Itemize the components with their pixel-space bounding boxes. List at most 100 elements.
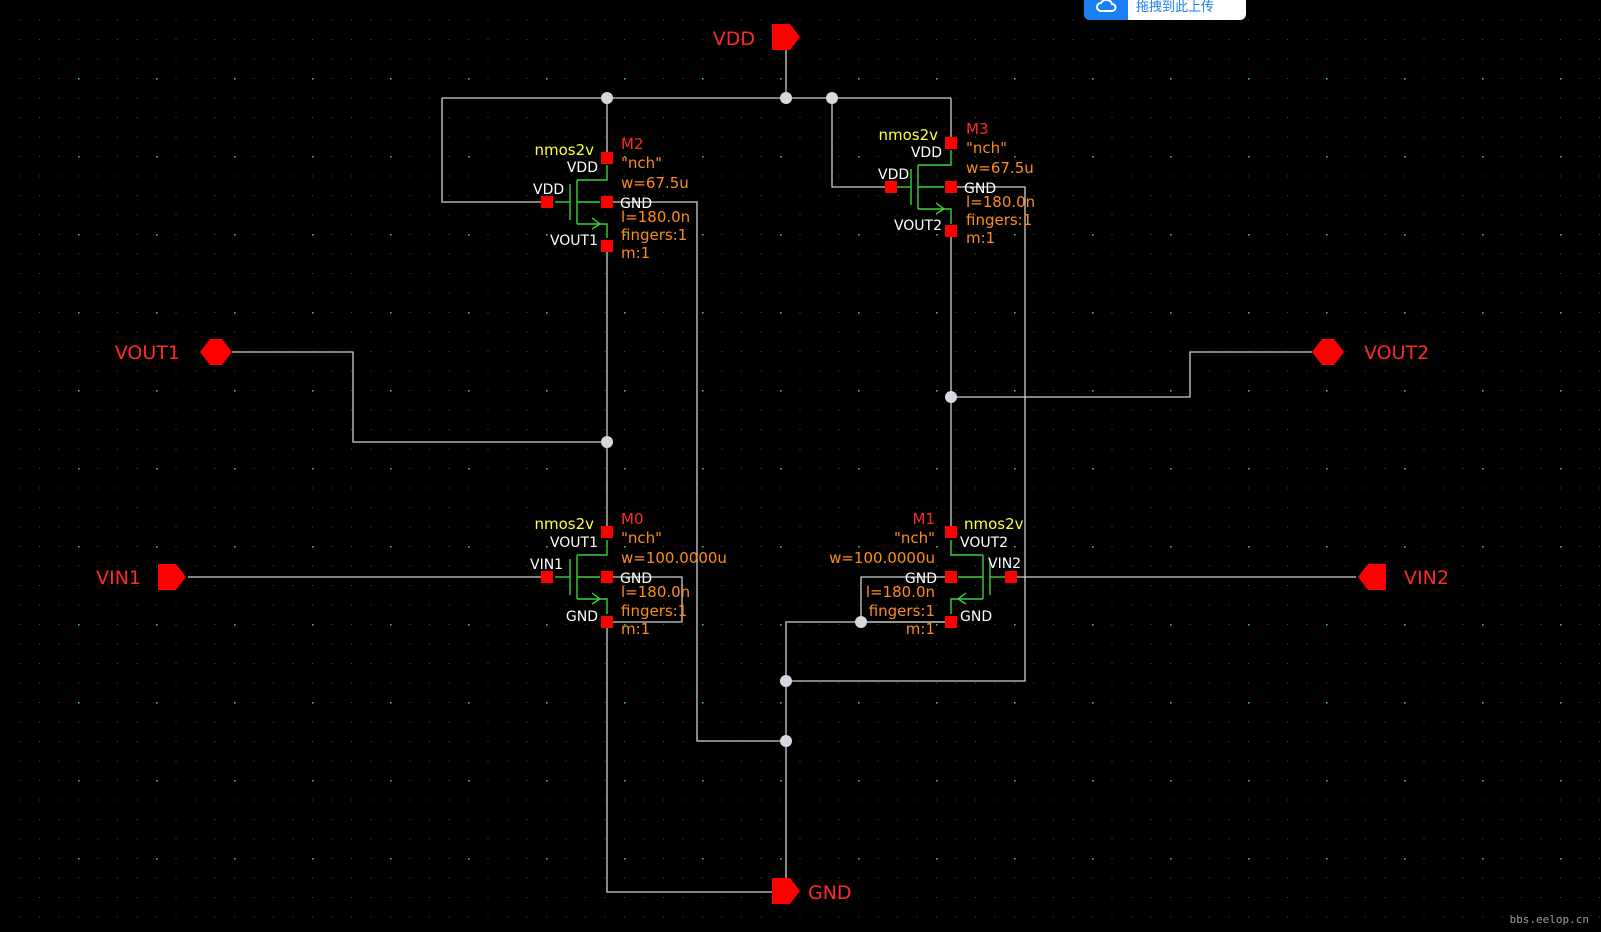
pin-gnd-label: GND <box>808 882 852 904</box>
m2-multiplier: m:1 <box>621 244 650 262</box>
terminal-square[interactable] <box>945 225 957 237</box>
wire-vout2-pin[interactable] <box>951 351 1312 398</box>
grid-major <box>8 12 1601 932</box>
m0-multiplier: m:1 <box>621 620 650 638</box>
pin-vin2-shape[interactable] <box>1358 564 1386 590</box>
wire-m3-gate-loop[interactable] <box>831 98 888 188</box>
m3-term-bulk: GND <box>964 181 996 197</box>
junction-dot <box>780 735 792 747</box>
upload-drop-button[interactable]: 拖拽到此上传 <box>1084 0 1246 20</box>
m1-term-top: VOUT2 <box>960 535 1008 551</box>
m0-term-top: VOUT1 <box>550 535 598 551</box>
terminal-square[interactable] <box>945 616 957 628</box>
wire-vout1-pin[interactable] <box>232 351 607 443</box>
m2-term-bulk: GND <box>620 196 652 212</box>
pin-vdd-label: VDD <box>713 28 755 50</box>
terminal-square[interactable] <box>945 571 957 583</box>
transistor-m0-symbol[interactable] <box>555 540 608 614</box>
m3-cell: nmos2v <box>878 126 938 144</box>
transistor-m2-symbol[interactable] <box>555 165 608 238</box>
m2-term-top: VDD <box>567 160 598 176</box>
m2-cell: nmos2v <box>534 141 594 159</box>
terminal-square[interactable] <box>945 526 957 538</box>
terminal-square[interactable] <box>945 181 957 193</box>
pin-vin2-label: VIN2 <box>1404 567 1449 589</box>
transistor-m3-symbol[interactable] <box>896 150 952 224</box>
terminal-square[interactable] <box>601 571 613 583</box>
terminal-square[interactable] <box>601 196 613 208</box>
m0-instance: M0 <box>621 510 644 528</box>
terminal-square[interactable] <box>541 571 553 583</box>
junctions <box>601 92 957 747</box>
m3-model: "nch" <box>966 139 1007 157</box>
m0-term-gate: VIN1 <box>530 557 563 573</box>
m2-length: l=180.0n <box>621 208 690 226</box>
m0-fingers: fingers:1 <box>621 602 687 620</box>
terminal-square[interactable] <box>945 137 957 149</box>
upload-label: 拖拽到此上传 <box>1136 0 1215 15</box>
m3-multiplier: m:1 <box>966 229 995 247</box>
m2-term-gate: VDD <box>533 182 564 198</box>
m3-fingers: fingers:1 <box>966 211 1032 229</box>
device-m0-labels: M0 nmos2v VOUT1 VIN1 GND GND "nch" w=100… <box>530 510 727 638</box>
m3-term-top: VDD <box>911 145 942 161</box>
m3-width: w=67.5u <box>966 159 1034 177</box>
m3-instance: M3 <box>966 120 989 138</box>
terminal-square[interactable] <box>885 181 897 193</box>
pin-vout1[interactable]: VOUT1 <box>115 339 232 365</box>
wire-m2-bulk[interactable] <box>607 201 786 742</box>
terminal-square[interactable] <box>601 526 613 538</box>
pin-vin1-shape[interactable] <box>158 564 186 590</box>
pin-vout2-shape[interactable] <box>1312 339 1344 365</box>
wire-m0-source-gnd[interactable] <box>606 622 772 893</box>
m1-term-gate: VIN2 <box>988 556 1021 572</box>
m0-length: l=180.0n <box>621 583 690 601</box>
pin-vout2[interactable]: VOUT2 <box>1312 339 1429 365</box>
terminal-square[interactable] <box>541 196 553 208</box>
terminal-square[interactable] <box>601 616 613 628</box>
m0-term-bulk: GND <box>620 571 652 587</box>
pin-vdd-shape[interactable] <box>772 24 800 50</box>
m3-length: l=180.0n <box>966 193 1035 211</box>
pin-vin1[interactable]: VIN1 <box>96 564 186 590</box>
wire-m2-gate-loop[interactable] <box>441 98 547 203</box>
m3-term-bottom: VOUT2 <box>894 218 942 234</box>
m0-cell: nmos2v <box>534 515 594 533</box>
pin-gnd-shape[interactable] <box>772 878 800 904</box>
m0-model: "nch" <box>621 529 662 547</box>
m1-cell: nmos2v <box>964 515 1024 533</box>
junction-dot <box>826 92 838 104</box>
wire-m0-bulk[interactable] <box>607 576 683 623</box>
pin-vout1-shape[interactable] <box>200 339 232 365</box>
m1-instance: M1 <box>913 510 936 528</box>
device-m2-labels: M2 nmos2v VDD VDD GND VOUT1 "nch" w=67.5… <box>533 135 690 262</box>
m1-model: "nch" <box>894 529 935 547</box>
pin-vin2[interactable]: VIN2 <box>1358 564 1449 590</box>
wire-m3-bulk[interactable] <box>786 186 1026 682</box>
m2-instance: M2 <box>621 135 644 153</box>
wire-m1-source-gnd[interactable] <box>785 621 951 892</box>
terminal-square[interactable] <box>601 240 613 252</box>
pin-vout1-label: VOUT1 <box>115 342 180 364</box>
upload-cloud-icon <box>1084 0 1128 20</box>
transistor-m1-symbol[interactable] <box>950 540 1005 614</box>
pin-vin1-label: VIN1 <box>96 567 141 589</box>
junction-dot <box>780 92 792 104</box>
m0-term-bottom: GND <box>566 609 598 625</box>
m2-width: w=67.5u <box>621 174 689 192</box>
m1-term-bottom: GND <box>960 609 992 625</box>
upload-cloud-icon-glyph <box>1096 0 1117 12</box>
m2-fingers: fingers:1 <box>621 226 687 244</box>
pin-gnd[interactable]: GND <box>772 878 852 904</box>
pin-vdd[interactable]: VDD <box>713 24 800 50</box>
junction-dot <box>601 436 613 448</box>
terminal-square[interactable] <box>1005 571 1017 583</box>
m1-term-bulk: GND <box>905 571 937 587</box>
terminal-square[interactable] <box>601 152 613 164</box>
m1-width: w=100.0000u <box>829 549 935 567</box>
m2-model: "nch" <box>621 154 662 172</box>
device-m3-labels: M3 nmos2v VDD VDD GND VOUT2 "nch" w=67.5… <box>878 120 1035 247</box>
m2-term-bottom: VOUT1 <box>550 233 598 249</box>
m3-term-gate: VDD <box>878 167 909 183</box>
